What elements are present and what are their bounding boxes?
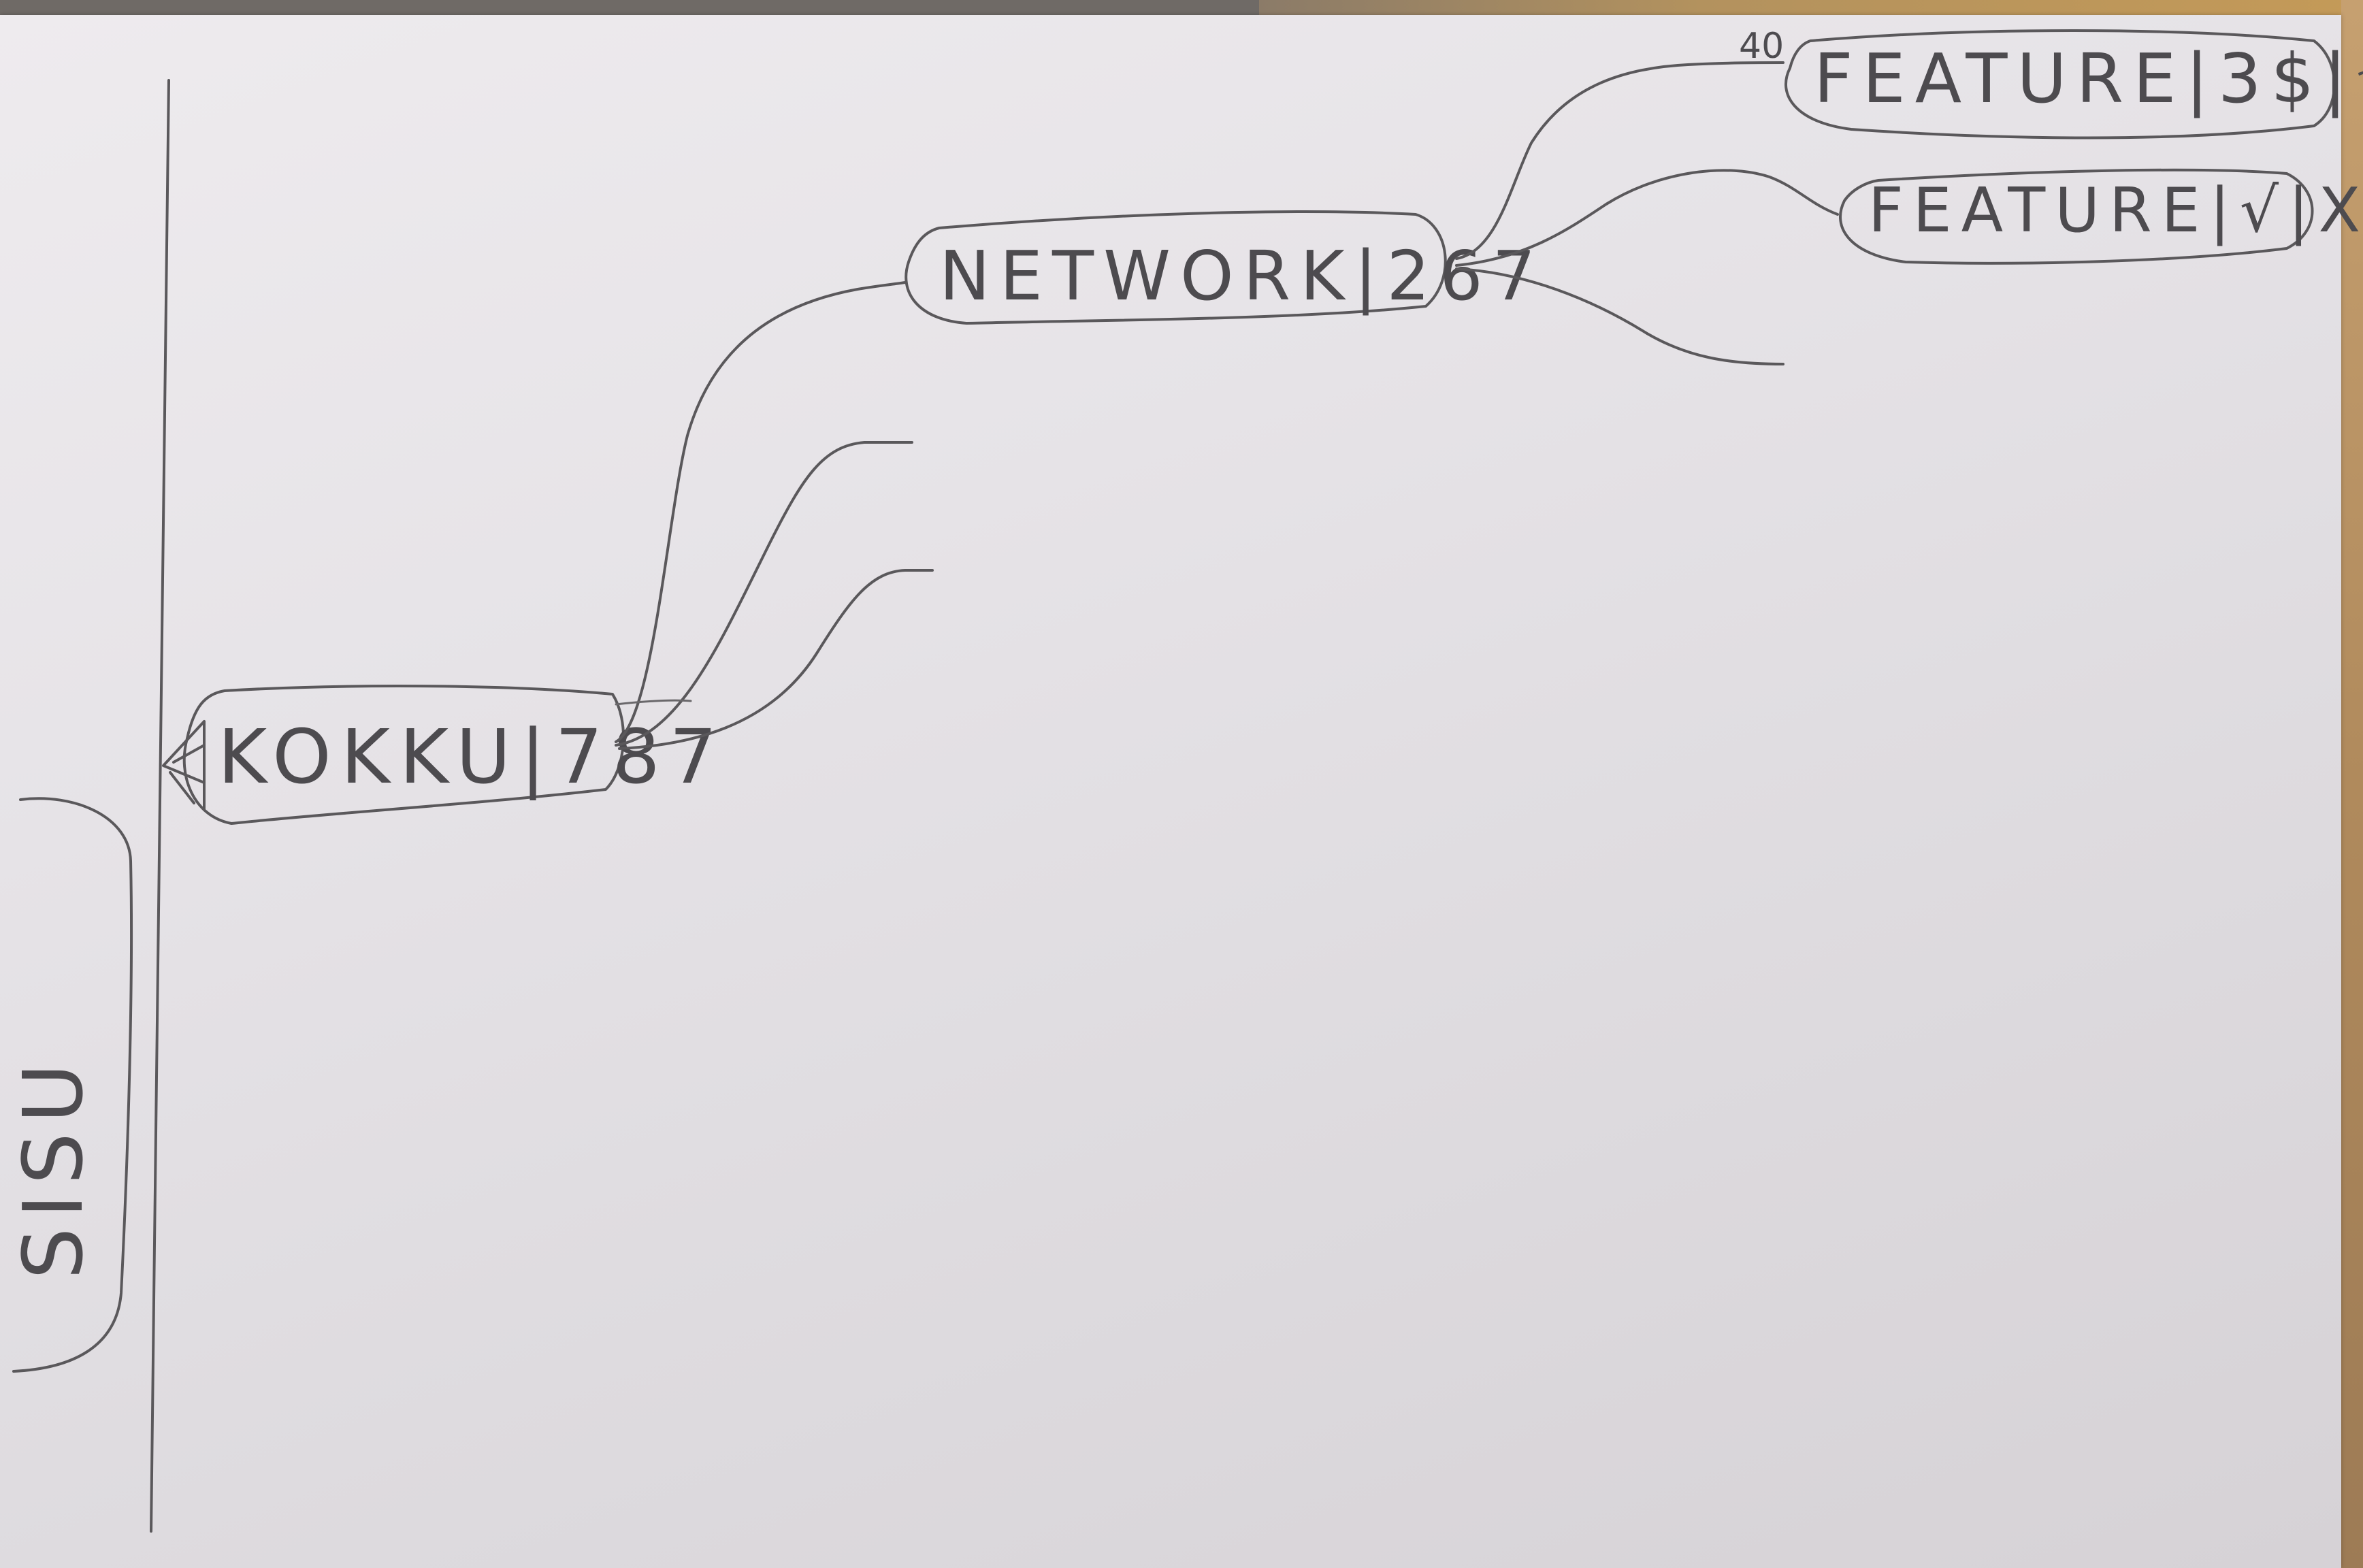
branch-network-feature-2 [1455, 169, 1839, 267]
branch-stub [615, 699, 692, 706]
feature-2-node-outline [1839, 168, 2314, 265]
feature-1-node-outline [1785, 29, 2336, 140]
kokku-node-outline [182, 685, 625, 825]
branch-kokku-network [615, 281, 907, 743]
branch-network-empty [1455, 267, 1785, 365]
branch-kokku-empty-1 [615, 441, 913, 747]
branch-kokku-empty-2 [618, 569, 934, 750]
sisu-bracket [12, 797, 133, 1373]
network-label: NETWORK|267 [939, 236, 1545, 316]
flag-icon [162, 720, 206, 811]
table-edge-right [2341, 0, 2363, 1568]
feature-1-label: FEATURE|3$|√ [1814, 39, 2363, 118]
network-node-outline [905, 210, 1447, 325]
margin-line [150, 79, 170, 1533]
kokku-label: KOKKU|787 [218, 713, 727, 801]
feature-1-note: 40 [1739, 26, 1784, 67]
branch-network-feature-1 [1455, 61, 1785, 260]
paper-sheet [0, 15, 2341, 1568]
sisu-label: SISU [7, 1054, 101, 1279]
feature-2-label: FEATURE|√|X [1868, 175, 2363, 246]
